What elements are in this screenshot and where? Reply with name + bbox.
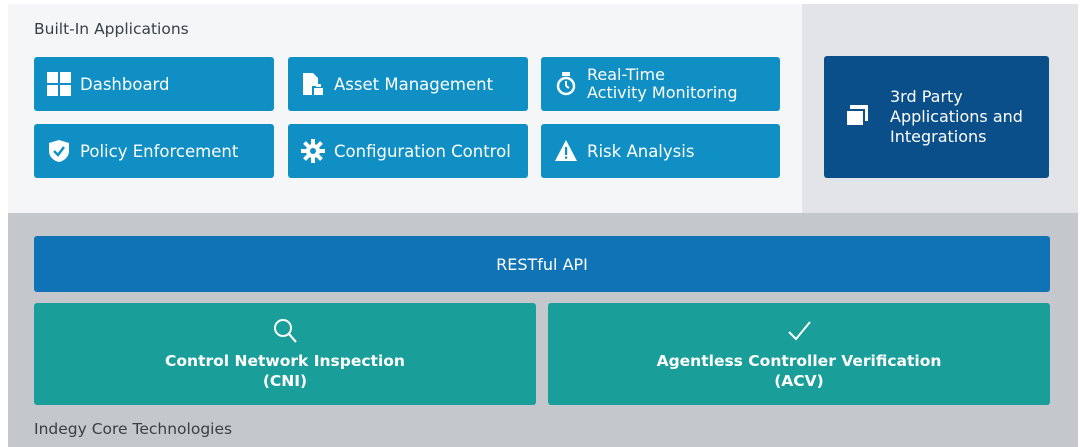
restful-api-bar[interactable]: RESTful API — [34, 236, 1050, 292]
checkmark-icon — [785, 317, 813, 345]
app-tile-dashboard[interactable]: Dashboard — [34, 57, 274, 111]
app-tile-risk-analysis[interactable]: Risk Analysis — [541, 124, 780, 178]
core-technologies-title: Indegy Core Technologies — [34, 420, 233, 438]
shield-check-icon — [47, 139, 71, 163]
magnifier-icon — [271, 317, 299, 345]
stacked-windows-icon — [844, 104, 870, 130]
app-tile-policy-enforcement[interactable]: Policy Enforcement — [34, 124, 274, 178]
core-tech-name: Agentless Controller Verification — [656, 352, 942, 370]
core-tech-abbr: (CNI) — [262, 372, 308, 390]
app-tile-label: Configuration Control — [334, 141, 511, 161]
app-tile-label: Policy Enforcement — [80, 141, 239, 161]
core-tile-acv[interactable]: Agentless Controller Verification (ACV) — [548, 303, 1050, 405]
app-tile-label: Risk Analysis — [587, 141, 695, 161]
app-tile-asset-management[interactable]: Asset Management — [288, 57, 528, 111]
built-in-applications-title: Built-In Applications — [34, 20, 189, 38]
third-party-applications-tile[interactable]: 3rd Party Applications and Integrations — [824, 56, 1049, 178]
core-tile-cni[interactable]: Control Network Inspection (CNI) — [34, 303, 536, 405]
app-tile-configuration-control[interactable]: Configuration Control — [288, 124, 528, 178]
stopwatch-icon — [554, 72, 578, 96]
api-label: RESTful API — [496, 254, 588, 274]
warning-triangle-icon — [554, 139, 578, 163]
app-tile-label: Asset Management — [334, 74, 494, 94]
core-tech-name: Control Network Inspection — [165, 352, 405, 370]
gear-icon — [301, 139, 325, 163]
app-tile-label: Real-Time Activity Monitoring — [587, 65, 738, 102]
core-tech-abbr: (ACV) — [774, 372, 824, 390]
asset-document-icon — [301, 72, 325, 96]
app-tile-label: Dashboard — [80, 74, 170, 94]
app-tile-real-time-activity-monitoring[interactable]: Real-Time Activity Monitoring — [541, 57, 780, 111]
dashboard-grid-icon — [47, 72, 71, 96]
third-party-label: 3rd Party Applications and Integrations — [890, 87, 1023, 146]
